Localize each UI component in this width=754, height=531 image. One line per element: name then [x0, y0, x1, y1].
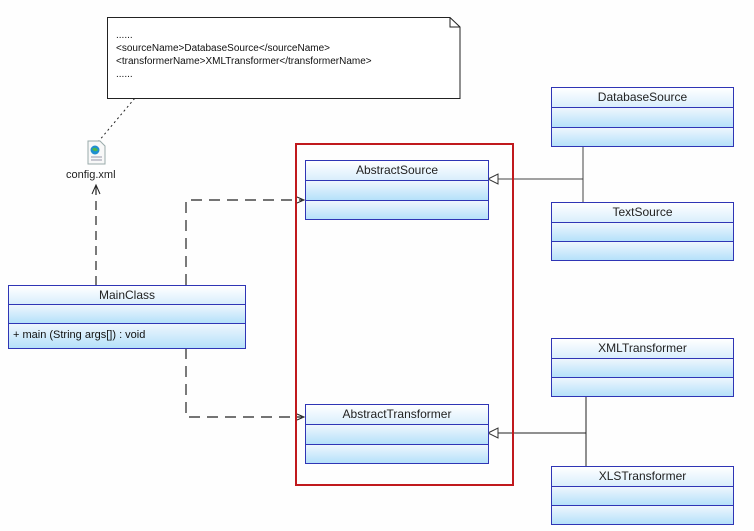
dependency-main-to-abstract-source [185, 199, 302, 285]
uml-note[interactable]: ...... <sourceName>DatabaseSource</sourc… [107, 17, 461, 99]
arrowhead-abstract-source [296, 196, 306, 204]
class-name: MainClass [9, 286, 245, 305]
xml-file-icon[interactable] [84, 140, 108, 166]
class-database-source[interactable]: DatabaseSource [551, 87, 734, 147]
class-main[interactable]: MainClass + main (String args[]) : void [8, 285, 246, 349]
class-xml-transformer[interactable]: XMLTransformer [551, 338, 734, 397]
class-attributes [306, 181, 488, 201]
class-name: AbstractSource [306, 161, 488, 181]
class-attributes [552, 487, 733, 506]
note-anchor-line [97, 97, 136, 143]
class-operations [552, 378, 733, 396]
note-shape [107, 17, 461, 99]
class-attributes [552, 359, 733, 378]
class-attributes [552, 108, 733, 128]
class-operations [552, 128, 733, 146]
class-operation: + main (String args[]) : void [9, 324, 245, 348]
class-attributes [306, 425, 488, 445]
class-name: TextSource [552, 203, 733, 223]
arrowhead-config [91, 183, 101, 195]
generalization-arrow-abstract-transformer [486, 427, 499, 439]
note-line: <transformerName>XMLTransformer</transfo… [116, 56, 372, 67]
class-operations [552, 506, 733, 524]
class-name: AbstractTransformer [306, 405, 488, 425]
config-file-label: config.xml [66, 169, 116, 181]
class-name: XMLTransformer [552, 339, 733, 359]
class-xls-transformer[interactable]: XLSTransformer [551, 466, 734, 525]
class-operations [306, 445, 488, 463]
dependency-main-to-abstract-transformer [185, 348, 302, 418]
class-attributes [552, 223, 733, 242]
abstraction-highlight-box [295, 143, 514, 486]
note-line: ...... [116, 30, 133, 41]
class-text-source[interactable]: TextSource [551, 202, 734, 261]
class-name: DatabaseSource [552, 88, 733, 108]
arrowhead-abstract-transformer [296, 413, 306, 421]
class-name: XLSTransformer [552, 467, 733, 487]
class-attributes [9, 305, 245, 324]
note-line: ...... [116, 69, 133, 80]
class-abstract-source[interactable]: AbstractSource [305, 160, 489, 220]
class-operations [552, 242, 733, 260]
note-line: <sourceName>DatabaseSource</sourceName> [116, 43, 331, 54]
class-operations [306, 201, 488, 219]
class-abstract-transformer[interactable]: AbstractTransformer [305, 404, 489, 464]
generalization-arrow-abstract-source [486, 173, 499, 185]
